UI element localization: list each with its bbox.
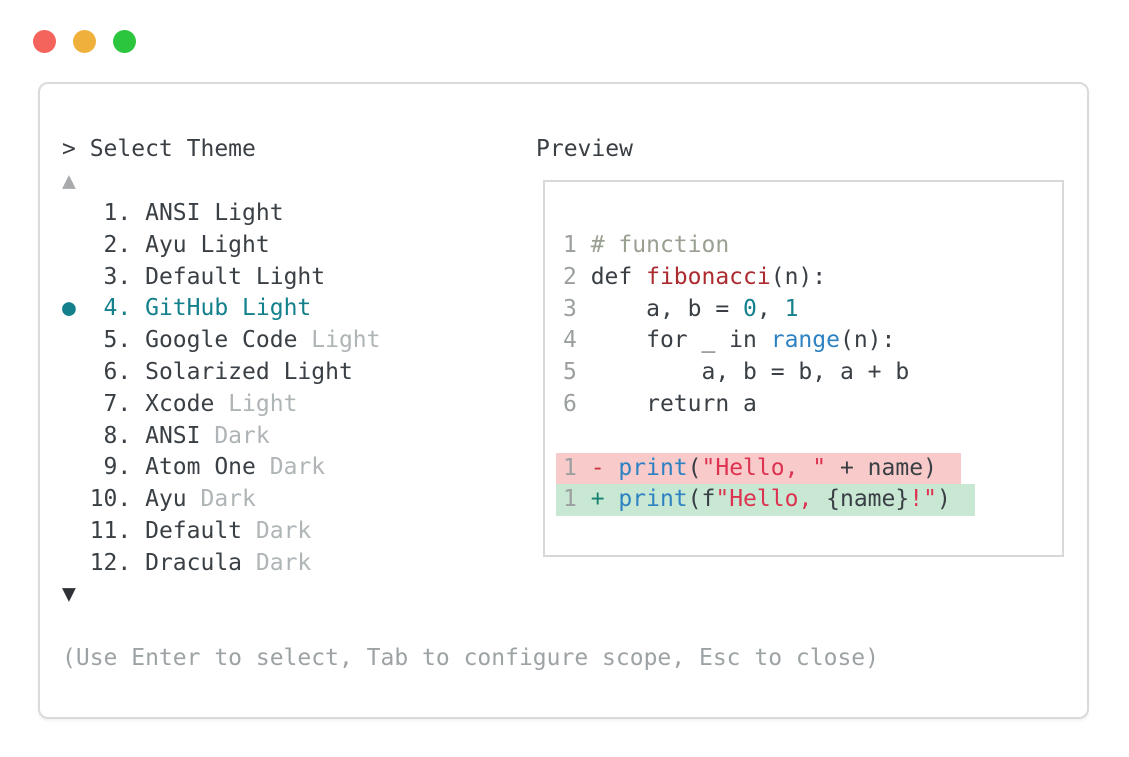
code-line: 1 # function [563,232,730,258]
theme-name: Default [145,517,243,544]
preview-code: 1 # function 2 def fibonacci(n): 3 a, b = … [556,230,975,517]
theme-list-item-7[interactable]: 7. Xcode Light [62,390,298,417]
zoom-button[interactable] [113,30,136,53]
theme-list-item-6[interactable]: 6. Solarized Light [62,358,353,385]
theme-list-item-8[interactable]: 8. ANSI Dark [62,422,270,449]
code-line: 6 return a [563,390,757,417]
code-line-diff-removed: 1 - print("Hello, " + name) [556,452,975,485]
code-line: 3 a, b = 0, 1 [563,295,799,322]
preview-label: Preview [536,136,633,162]
theme-list-item-1[interactable]: 1. ANSI Light [62,200,284,226]
theme-name: Ayu Light [145,231,270,258]
minimize-button[interactable] [73,30,96,53]
theme-list: 1. ANSI Light 2. Ayu Light 3. Default Li… [62,198,381,580]
theme-variant-suffix: Dark [200,422,270,449]
theme-list-item-5[interactable]: 5. Google Code Light [62,327,381,354]
theme-name: ANSI Light [145,200,284,226]
code-line [563,421,975,453]
code-line-diff-added: 1 + print(f"Hello, {name}!") [556,484,975,517]
theme-name: Ayu [145,486,187,513]
code-line: 2 def fibonacci(n): [563,263,827,290]
theme-variant-suffix: Dark [186,486,256,513]
theme-list-item-2[interactable]: 2. Ayu Light [62,231,270,258]
theme-name: Default Light [145,263,326,290]
theme-list-item-12[interactable]: 12. Dracula Dark [62,549,312,576]
theme-name: Google Code [145,327,298,354]
theme-variant-suffix: Dark [242,517,312,544]
code-line: 4 for _ in range(n): [563,327,896,354]
theme-list-item-9[interactable]: 9. Atom One Dark [62,454,326,481]
theme-list-item-10[interactable]: 10. Ayu Dark [62,486,256,513]
theme-variant-suffix: Dark [255,454,326,481]
theme-name: GitHub Light [145,295,312,322]
theme-name: Atom One [145,454,256,481]
theme-name: Xcode [145,390,215,417]
theme-list-item-11[interactable]: 11. Default Dark [62,517,312,544]
theme-name: ANSI [145,422,201,449]
preview-pane: 1 # function 2 def fibonacci(n): 3 a, b = … [543,180,1064,557]
theme-variant-suffix: Dark [242,549,312,576]
close-button[interactable] [33,30,56,53]
theme-list-item-3[interactable]: 3. Default Light [62,263,326,290]
theme-name: Dracula [145,549,243,576]
footer-hint: (Use Enter to select, Tab to configure s… [62,645,879,671]
code-line: 5 a, b = b, a + b [563,359,910,386]
theme-name: Solarized Light [145,358,353,385]
theme-list-item-4[interactable]: ● 4. GitHub Light [62,295,312,322]
theme-picker-window: > Select Theme ▲ 1. ANSI Light 2. Ayu Li… [38,82,1089,719]
picker-title: > Select Theme [62,136,256,162]
theme-variant-suffix: Light [214,390,298,417]
scroll-down-icon[interactable]: ▼ [62,581,76,607]
theme-variant-suffix: Light [297,327,381,354]
scroll-up-icon[interactable]: ▲ [62,168,76,194]
